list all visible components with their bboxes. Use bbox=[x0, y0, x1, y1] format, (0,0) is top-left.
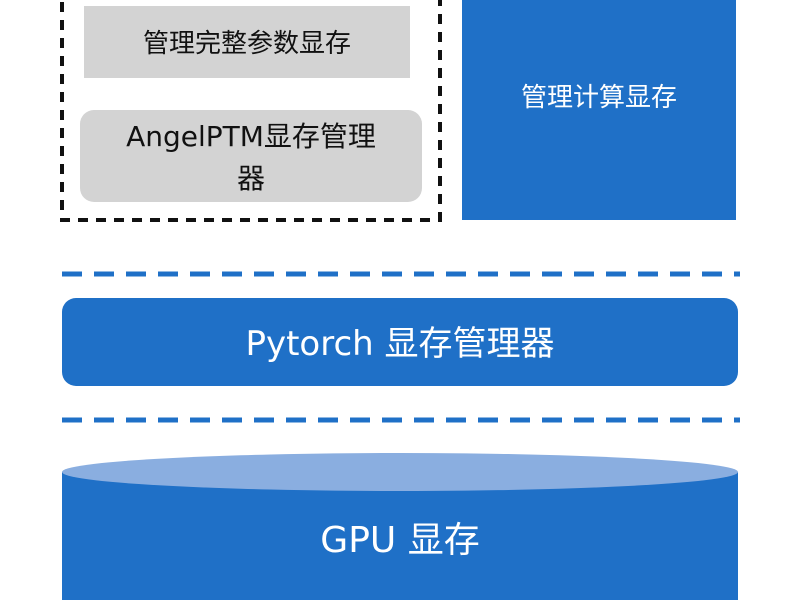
gpu-cylinder-top bbox=[62, 453, 738, 491]
gpu-memory-cylinder: GPU 显存 bbox=[62, 453, 738, 600]
compute-memory-label: 管理计算显存 bbox=[521, 83, 677, 113]
compute-memory-box bbox=[462, 0, 736, 220]
gpu-cylinder-body bbox=[62, 472, 738, 600]
full-params-memory-label: 管理完整参数显存 bbox=[143, 29, 351, 59]
angelptm-group: 管理完整参数显存 AngelPTM显存管理 器 bbox=[60, 0, 442, 222]
angelptm-memory-manager-box bbox=[80, 110, 422, 202]
pytorch-memory-manager-box bbox=[62, 298, 738, 386]
full-params-memory-box bbox=[84, 6, 410, 78]
pytorch-memory-manager-block: Pytorch 显存管理器 bbox=[62, 298, 738, 386]
gpu-memory-label: GPU 显存 bbox=[320, 520, 479, 561]
pytorch-memory-manager-label: Pytorch 显存管理器 bbox=[245, 324, 554, 364]
angelptm-memory-manager-label-line1: AngelPTM显存管理 bbox=[126, 120, 376, 153]
angelptm-memory-manager-label-line2: 器 bbox=[237, 162, 265, 195]
angelptm-group-dashed-border bbox=[60, 0, 442, 222]
compute-memory-block: 管理计算显存 bbox=[462, 0, 736, 220]
